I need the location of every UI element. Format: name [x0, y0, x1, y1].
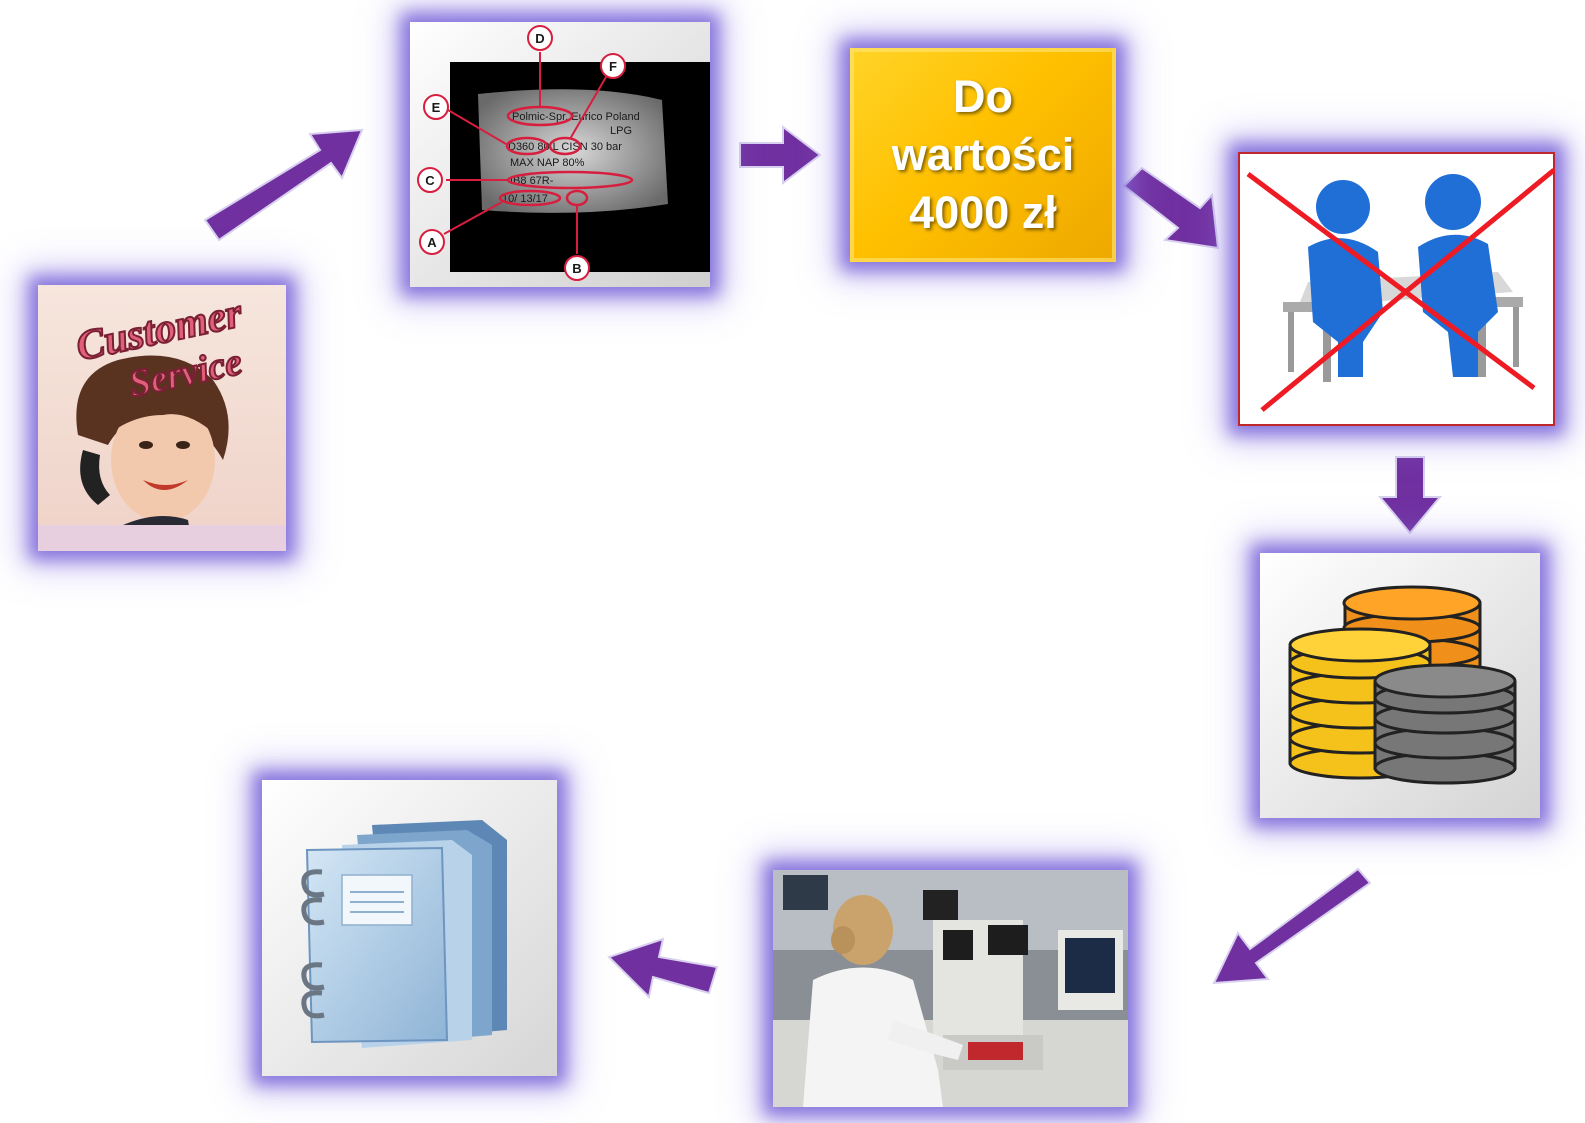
- flow-arrow-6: [607, 937, 719, 1000]
- marker-a: A: [427, 235, 437, 250]
- marker-b: B: [572, 261, 581, 276]
- flow-arrow-4: [1377, 456, 1443, 535]
- marker-d: D: [535, 31, 544, 46]
- coins-frame: [1260, 553, 1540, 818]
- flow-arrow-2: [739, 124, 822, 186]
- marker-c: C: [425, 173, 435, 188]
- label-line-4: MAX NAP 80%: [510, 157, 585, 169]
- meeting-crossed-icon: [1238, 152, 1555, 426]
- tank-label-frame: Polmic-Spr. Eurico Poland LPG D360 80 L …: [410, 22, 710, 287]
- label-line-6: 10/ 13/17: [502, 193, 548, 205]
- flow-arrow-5: [1212, 867, 1372, 985]
- tank-label-photo: Polmic-Spr. Eurico Poland LPG D360 80 L …: [410, 22, 710, 287]
- coins-icon: [1260, 553, 1540, 818]
- label-line-2: LPG: [610, 125, 632, 137]
- label-line-3: D360 80 L CISN 30 bar: [508, 141, 622, 153]
- value-box: Do wartości 4000 zł: [850, 48, 1116, 262]
- flow-arrow-3: [1122, 166, 1220, 250]
- meeting-frame: [1238, 152, 1555, 426]
- value-text: Do wartości 4000 zł: [891, 71, 1075, 238]
- flow-arrow-1: [203, 128, 364, 242]
- customer-service-icon: Customer Service: [38, 285, 286, 551]
- binder-frame: [262, 780, 557, 1076]
- label-line-1: Polmic-Spr. Eurico Poland: [512, 111, 640, 123]
- marker-e: E: [432, 100, 441, 115]
- laboratory-frame: [773, 870, 1128, 1107]
- binder-icon: [262, 780, 557, 1076]
- laboratory-photo: [773, 870, 1128, 1107]
- customer-service-frame: Customer Service: [38, 285, 286, 551]
- marker-f: F: [609, 59, 617, 74]
